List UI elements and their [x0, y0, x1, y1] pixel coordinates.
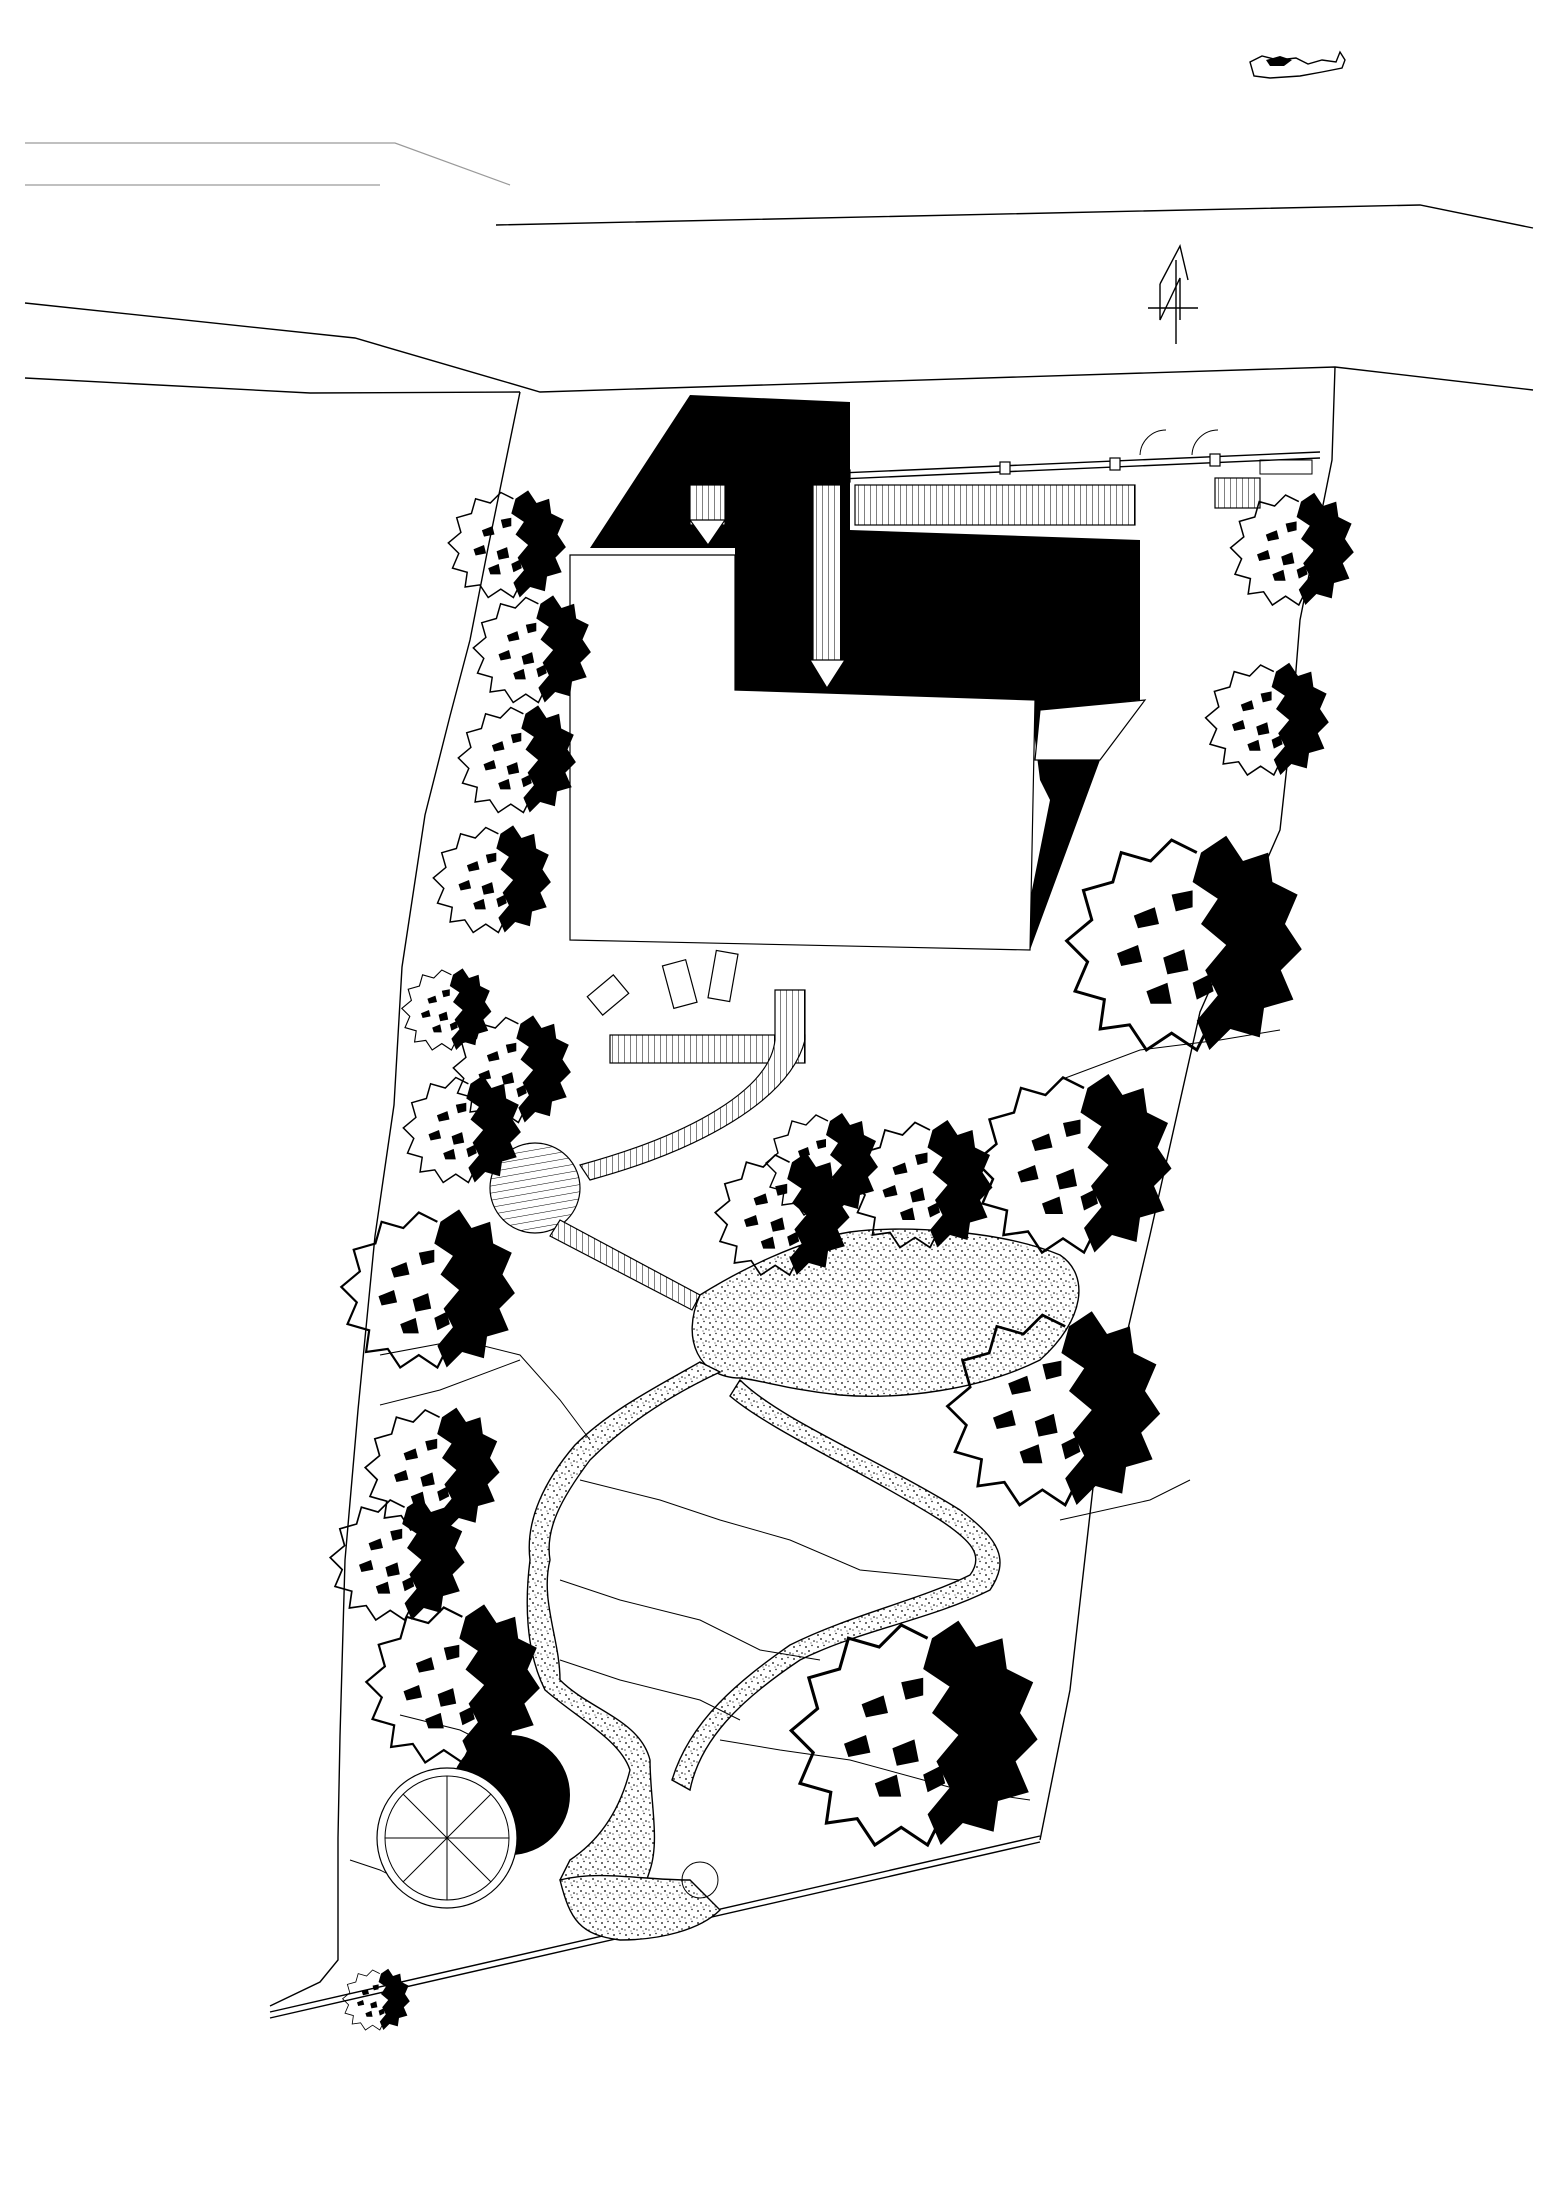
path-to-pond	[549, 1219, 701, 1311]
tree-canopy-icon	[1204, 662, 1330, 776]
terrace-steps	[609, 1034, 806, 1064]
gravel-courtyard	[691, 1228, 1080, 1397]
tree-canopy-icon	[340, 1208, 516, 1369]
tree-canopy-icon	[457, 704, 577, 814]
tree-canopy-icon	[401, 967, 492, 1051]
garden-furniture	[586, 949, 739, 1016]
tree-canopy-icon	[447, 489, 567, 599]
gravel-entrance	[559, 1874, 721, 1941]
building	[569, 395, 1261, 951]
gravel-path-east	[671, 1378, 1001, 1792]
site-boundary	[269, 391, 521, 2007]
road-lines	[24, 142, 1534, 394]
tree-canopy-icon	[974, 1072, 1173, 1254]
north-arrow-icon	[1148, 244, 1198, 344]
contour-mark	[1249, 50, 1346, 79]
curved-stair	[579, 989, 806, 1181]
tree-canopy-icon	[1229, 492, 1355, 606]
tree-canopy-icon	[1065, 834, 1304, 1052]
round-terrace	[489, 1142, 581, 1234]
tree-canopy-icon	[851, 1119, 994, 1249]
gazebo	[376, 1767, 518, 1909]
tree-canopy-icon	[789, 1619, 1040, 1847]
tree-canopy-icon	[432, 824, 552, 934]
